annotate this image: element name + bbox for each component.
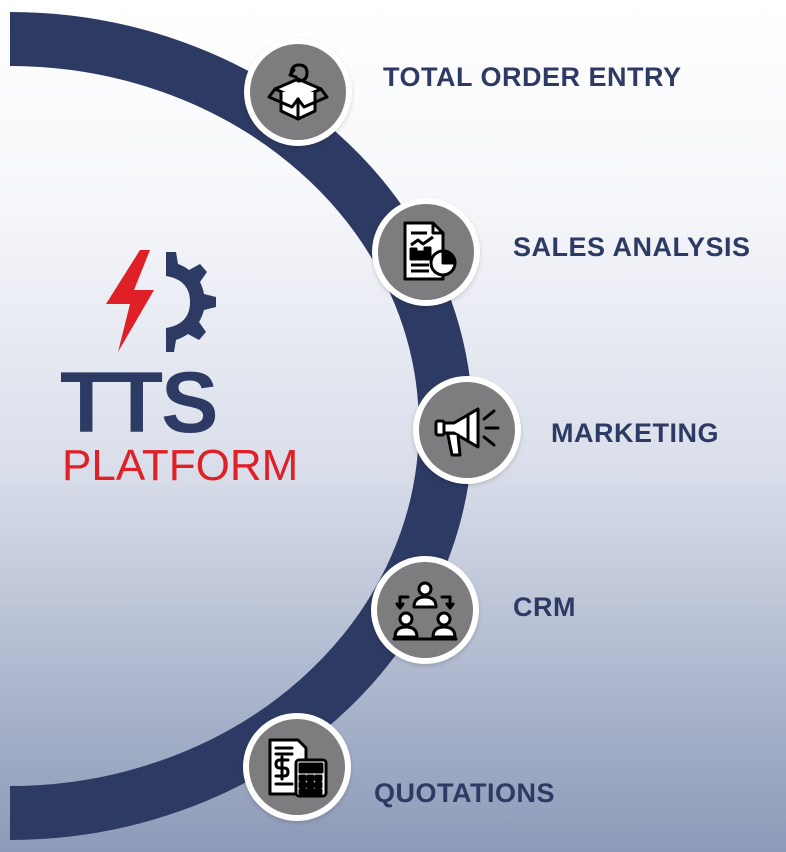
feature-label-quotations: QUOTATIONS: [374, 778, 555, 808]
feature-label-crm: CRM: [513, 592, 576, 622]
open-box-return-icon: [267, 63, 329, 121]
logo-name: TTS: [60, 355, 218, 451]
sales-analysis-node[interactable]: [372, 198, 480, 306]
megaphone-icon: [434, 407, 500, 457]
report-chart-icon: [403, 221, 457, 281]
crm-node[interactable]: [371, 556, 479, 664]
gear-bolt-icon: [106, 250, 216, 352]
feature-label-marketing: MARKETING: [551, 418, 719, 448]
logo-subtitle: PLATFORM: [62, 441, 299, 490]
invoice-calculator-icon: [268, 738, 328, 798]
quotations-node[interactable]: [243, 713, 351, 821]
feature-label-total-order-entry: TOTAL ORDER ENTRY: [383, 62, 682, 92]
marketing-node[interactable]: [413, 376, 521, 484]
customer-network-icon: [392, 581, 458, 641]
tts-platform-logo: TTS PLATFORM: [60, 244, 320, 494]
feature-label-sales-analysis: SALES ANALYSIS: [513, 232, 751, 262]
total-order-entry-node[interactable]: [244, 38, 352, 146]
